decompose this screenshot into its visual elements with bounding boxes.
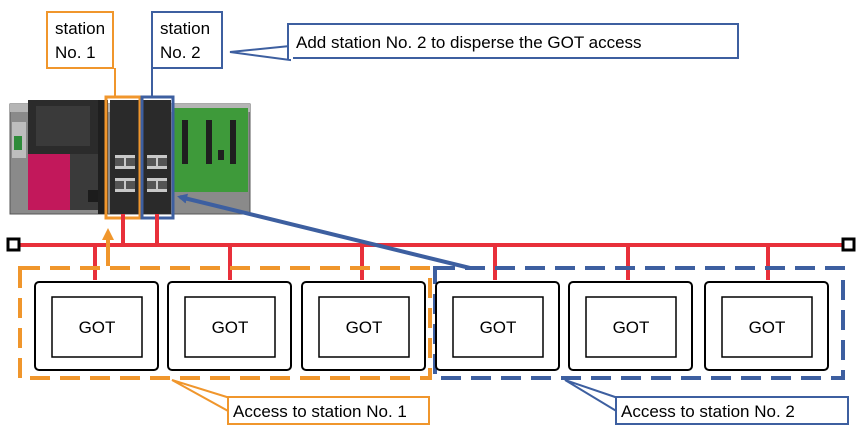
got-label: GOT xyxy=(480,318,517,337)
network-bus xyxy=(6,214,856,280)
station-1-label-line2: No. 1 xyxy=(55,43,96,62)
bus-terminator-left xyxy=(6,237,21,252)
station-1-module xyxy=(110,100,140,214)
got-terminal: GOT xyxy=(568,281,693,371)
add-station-callout: Add station No. 2 to disperse the GOT ac… xyxy=(229,23,739,62)
access-station-2-text: Access to station No. 2 xyxy=(621,402,795,421)
empty-slots xyxy=(174,108,248,192)
bus-terminator-right xyxy=(841,237,856,252)
got-label: GOT xyxy=(749,318,786,337)
got-label: GOT xyxy=(212,318,249,337)
got-terminal: GOT xyxy=(704,281,829,371)
station-2-module xyxy=(143,100,171,214)
got-label: GOT xyxy=(346,318,383,337)
station-2-label-line1: station xyxy=(160,19,210,38)
got-label: GOT xyxy=(79,318,116,337)
got-terminal: GOT xyxy=(167,281,292,371)
station-2-access-arrow xyxy=(177,193,471,270)
station-1-group xyxy=(18,266,432,380)
add-station-note: Add station No. 2 to disperse the GOT ac… xyxy=(296,33,642,52)
plc-rack xyxy=(9,100,251,215)
station-2-label-line2: No. 2 xyxy=(160,43,201,62)
station-2-group xyxy=(433,266,845,380)
got-terminal: GOT xyxy=(34,281,159,371)
access-station-2-callout: Access to station No. 2 xyxy=(564,379,849,425)
station-1-label-line1: station xyxy=(55,19,105,38)
station-2-label: station No. 2 xyxy=(151,11,223,98)
got-terminal: GOT xyxy=(435,281,560,371)
station-1-label: station No. 1 xyxy=(46,11,116,98)
access-station-1-callout: Access to station No. 1 xyxy=(171,379,430,425)
access-station-1-text: Access to station No. 1 xyxy=(233,402,407,421)
power-supply-module xyxy=(28,100,100,210)
got-label: GOT xyxy=(613,318,650,337)
got-terminal: GOT xyxy=(301,281,426,371)
